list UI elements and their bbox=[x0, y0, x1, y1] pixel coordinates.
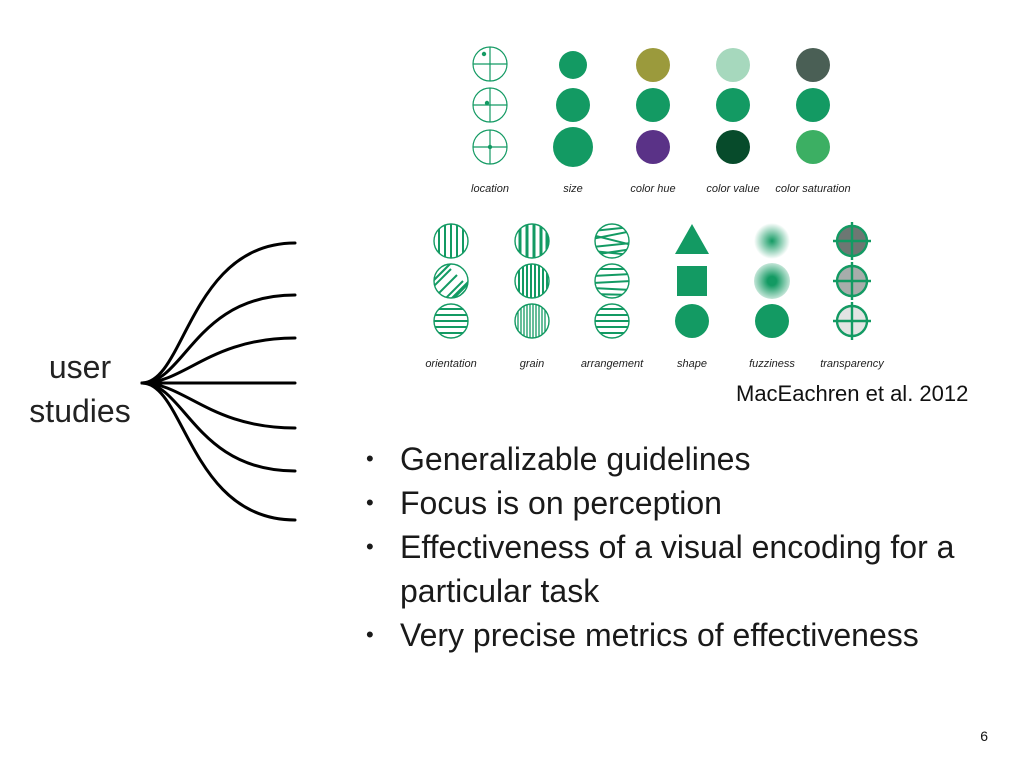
location-icon bbox=[472, 46, 508, 165]
branch-line-7 bbox=[140, 381, 297, 522]
bullet-dot-icon: • bbox=[366, 446, 374, 471]
caption-color-value: color value bbox=[706, 183, 759, 195]
branching-lines bbox=[140, 241, 297, 522]
citation: MacEachren et al. 2012 bbox=[736, 381, 969, 406]
bullet-text: Focus is on perception bbox=[400, 485, 722, 521]
caption-color-saturation: color saturation bbox=[775, 183, 850, 195]
topic-label: user studies bbox=[10, 345, 150, 433]
caption-grain: grain bbox=[520, 358, 544, 370]
branch-line-1 bbox=[140, 241, 297, 385]
bullet-dot-icon: • bbox=[366, 622, 374, 647]
topic-label-line1: user bbox=[48, 349, 112, 385]
bullet-text: Generalizable guidelines bbox=[400, 441, 751, 477]
caption-color-hue: color hue bbox=[630, 183, 675, 195]
color-saturation-icon bbox=[796, 48, 830, 164]
topic-label-line2: studies bbox=[29, 393, 131, 429]
visual-variables-figure: location size color hue color value colo… bbox=[425, 46, 885, 370]
color-hue-icon bbox=[636, 48, 670, 164]
shape-icon bbox=[675, 224, 709, 338]
fuzziness-icon bbox=[754, 223, 790, 338]
caption-location: location bbox=[471, 183, 509, 195]
branch-line-5 bbox=[140, 381, 297, 430]
bullet-text: Effectiveness of a visual encoding for a… bbox=[400, 529, 955, 609]
caption-size: size bbox=[563, 183, 583, 195]
branch-line-6 bbox=[140, 381, 297, 473]
caption-shape: shape bbox=[677, 358, 707, 370]
bullet-dot-icon: • bbox=[366, 534, 374, 559]
branch-line-2 bbox=[140, 293, 297, 385]
arrangement-icon bbox=[594, 223, 630, 339]
caption-arrangement: arrangement bbox=[581, 358, 644, 370]
grain-icon bbox=[514, 223, 550, 339]
bullet-list: • Generalizable guidelines • Focus is on p… bbox=[366, 437, 1006, 657]
bullet-text: Very precise metrics of effectiveness bbox=[400, 617, 919, 653]
bullet-item: • Generalizable guidelines bbox=[366, 437, 1006, 481]
bullet-dot-icon: • bbox=[366, 490, 374, 515]
bullet-item: • Very precise metrics of effectiveness bbox=[366, 613, 1006, 657]
bullet-item: • Effectiveness of a visual encoding for … bbox=[366, 525, 1006, 613]
orientation-icon bbox=[433, 223, 469, 339]
size-icon bbox=[553, 51, 593, 167]
branch-line-3 bbox=[140, 336, 297, 385]
bullet-item: • Focus is on perception bbox=[366, 481, 1006, 525]
color-value-icon bbox=[716, 48, 750, 164]
caption-orientation: orientation bbox=[425, 358, 476, 370]
transparency-icon bbox=[833, 222, 871, 340]
caption-fuzziness: fuzziness bbox=[749, 358, 795, 370]
caption-transparency: transparency bbox=[820, 358, 885, 370]
page-number: 6 bbox=[980, 728, 988, 744]
